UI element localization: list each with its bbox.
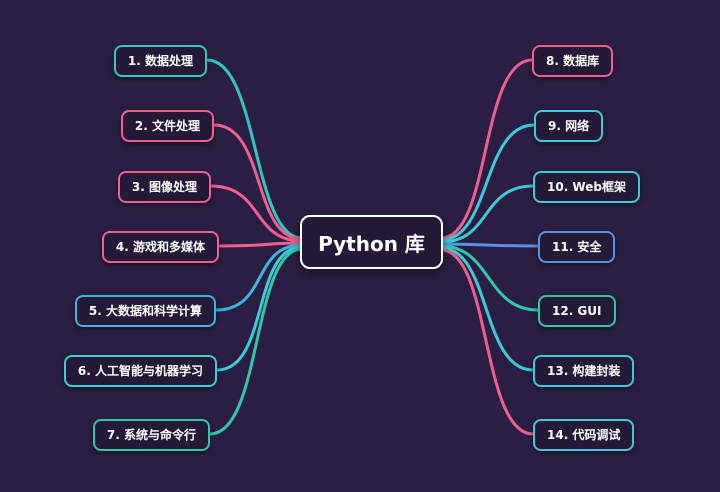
branch-node-13-build-packaging[interactable]: 13. 构建封装: [533, 355, 635, 387]
branch-node-11-security[interactable]: 11. 安全: [538, 231, 616, 263]
connector-left-3: [209, 184, 304, 243]
connector-right-10: [439, 184, 535, 244]
branch-node-label: 12. GUI: [552, 304, 602, 318]
branch-node-label: 6. 人工智能与机器学习: [77, 364, 203, 378]
branch-node-label: 8. 数据库: [546, 54, 600, 68]
branch-node-6-ai-machine-learning[interactable]: 6. 人工智能与机器学习: [63, 355, 217, 387]
branch-node-9-network[interactable]: 9. 网络: [534, 110, 604, 142]
connector-left-5: [214, 243, 304, 312]
connector-right-8: [439, 58, 534, 240]
connector-left-7: [208, 247, 304, 436]
branch-node-10-web-framework[interactable]: 10. Web框架: [533, 171, 640, 203]
connector-right-11: [439, 242, 540, 248]
branch-node-label: 4. 游戏和多媒体: [115, 240, 205, 254]
connector-right-9: [439, 123, 536, 242]
branch-node-8-database[interactable]: 8. 数据库: [532, 45, 614, 77]
branch-node-2-file-processing[interactable]: 2. 文件处理: [120, 110, 214, 142]
branch-node-label: 9. 网络: [548, 119, 590, 133]
branch-node-label: 7. 系统与命令行: [106, 428, 196, 442]
branch-node-label: 10. Web框架: [547, 180, 626, 194]
branch-node-label: 2. 文件处理: [134, 119, 200, 133]
branch-node-label: 1. 数据处理: [127, 54, 193, 68]
branch-node-label: 5. 大数据和科学计算: [88, 304, 202, 318]
connector-left-4: [217, 241, 304, 248]
branch-node-label: 14. 代码调试: [547, 428, 621, 442]
branch-node-7-system-commandline[interactable]: 7. 系统与命令行: [92, 419, 210, 451]
branch-node-3-image-processing[interactable]: 3. 图像处理: [117, 171, 211, 203]
branch-node-4-games-multimedia[interactable]: 4. 游戏和多媒体: [101, 231, 219, 263]
branch-node-label: 13. 构建封装: [547, 364, 621, 378]
connector-left-6: [215, 245, 304, 372]
branch-node-14-code-debugging[interactable]: 14. 代码调试: [533, 419, 635, 451]
branch-node-label: 11. 安全: [552, 240, 602, 254]
connector-right-14: [439, 248, 535, 436]
branch-node-1-data-processing[interactable]: 1. 数据处理: [113, 45, 207, 77]
center-node-label: Python 库: [318, 231, 425, 256]
connector-right-12: [439, 244, 540, 312]
center-node-python-libraries[interactable]: Python 库: [300, 215, 443, 269]
connector-left-1: [205, 58, 304, 240]
branch-node-label: 3. 图像处理: [131, 180, 197, 194]
branch-node-12-gui[interactable]: 12. GUI: [538, 295, 616, 327]
branch-node-5-bigdata-scientific[interactable]: 5. 大数据和科学计算: [74, 295, 216, 327]
connector-left-2: [212, 123, 304, 241]
connector-right-13: [439, 246, 535, 372]
